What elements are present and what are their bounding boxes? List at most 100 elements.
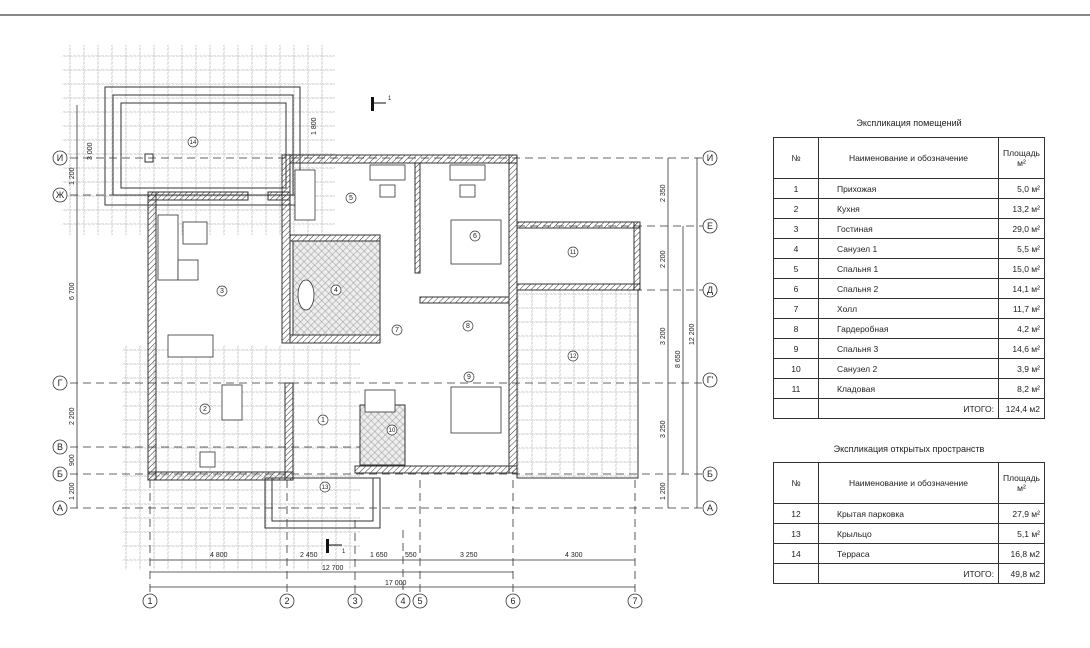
cell-no: 12 [773,503,819,524]
axis-label: Д [707,285,713,295]
cell-area: 8,2 м² [997,378,1046,399]
room-number: 4 [334,287,338,294]
axis-label: И [57,153,63,163]
cell-no: 5 [773,258,819,279]
axis-label: 7 [632,596,637,606]
axis-markers [52,150,718,609]
cell-name: Санузел 2 [818,358,999,379]
terrace-paving [62,45,335,235]
dim-bottom: 3 250 [460,552,478,559]
open-table-title: Экспликация открытых пространств [833,444,985,454]
cell-area: 16,8 м2 [997,543,1046,564]
cell-name: Спальня 1 [818,258,999,279]
cell-area: 13,2 м² [997,198,1046,219]
cell-area: 5,1 м² [997,523,1046,544]
axis-label: 2 [284,596,289,606]
axis-label: Г [58,378,63,388]
dim-left: 6 700 [69,282,76,300]
dim-8650: 8 650 [675,350,682,368]
dim-right: 2 350 [660,184,667,202]
room-number: 7 [395,327,399,334]
dim-bottom: 550 [405,552,417,559]
dim-left: 1 200 [69,482,76,500]
dim-left: 2 200 [69,407,76,425]
cell-no: 13 [773,523,819,544]
walls [147,154,641,481]
cell-area: 14,1 м² [997,278,1046,299]
room-number: 1 [321,417,325,424]
room-number: 5 [349,195,353,202]
cell-area: 15,0 м² [997,258,1046,279]
room-number: 13 [322,485,329,491]
col-name: Наименование и обозначение [818,137,999,179]
cell-no: 3 [773,218,819,239]
cell-no: 11 [773,378,819,399]
bathroom-2-floor [359,404,406,466]
cell-no: 10 [773,358,819,379]
cell-no: 7 [773,298,819,319]
cell-no: 9 [773,338,819,359]
dim-left: 1 200 [69,167,76,185]
dim-bottom: 4 800 [210,552,228,559]
dim-12200: 12 200 [689,323,696,345]
axis-label: Г' [707,375,714,385]
dimension-labels: 4 800 2 450 1 650 550 3 250 4 300 12 700… [69,117,696,587]
axis-label: Б [57,469,63,479]
axis-label: 5 [417,596,422,606]
dim-bottom: 1 650 [370,552,388,559]
axis-label: Б [707,469,713,479]
dim-1800: 1 800 [311,117,318,135]
axis-label: А [57,503,63,513]
cell-no: 1 [773,178,819,199]
cell-name: Холл [818,298,999,319]
axis-label: 3 [352,596,357,606]
total-value: 49,8 м2 [997,563,1046,584]
room-markers [187,136,579,493]
dim-right: 2 200 [660,250,667,268]
axis-label: И [707,153,713,163]
cell-name: Спальня 3 [818,338,999,359]
axis-label: 6 [510,596,515,606]
room-number: 10 [389,428,396,434]
cell-no: 8 [773,318,819,339]
cell-name: Гостиная [818,218,999,239]
cell-no: 14 [773,543,819,564]
dim-bottom: 4 300 [565,552,583,559]
room-number: 8 [466,323,470,330]
cell-name: Гардеробная [818,318,999,339]
cell-name: Прихожая [818,178,999,199]
cell-area: 4,2 м² [997,318,1046,339]
axis-label: 1 [147,596,152,606]
cell-area: 3,9 м² [997,358,1046,379]
col-no: № [773,462,819,504]
dim-right: 1 200 [660,482,667,500]
axis-label: 4 [400,596,405,606]
col-area: Площадь м² [997,462,1046,504]
rooms-table-title: Экспликация помещений [856,118,962,128]
section-label: 1 [342,549,346,555]
room-number: 12 [570,354,577,360]
dim-bottom: 2 450 [300,552,318,559]
cell-name: Терраса [818,543,999,564]
room-number: 3 [220,288,224,295]
dim-left: 900 [69,454,76,466]
cell-area: 5,0 м² [997,178,1046,199]
room-number: 14 [190,140,197,146]
dim-right: 3 200 [660,327,667,345]
cell-area: 27,9 м² [997,503,1046,524]
axis-label: В [57,442,63,452]
